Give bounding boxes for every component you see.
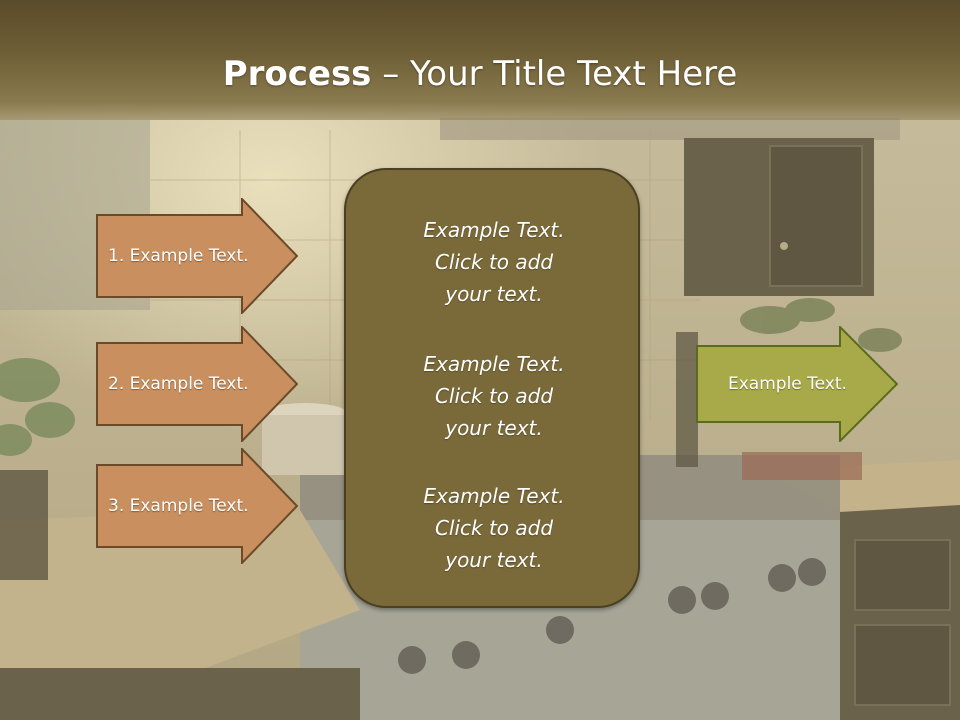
center-paragraph-3-line-1: Example Text. [423, 484, 565, 508]
center-paragraph-1-line-3: your text. [445, 282, 543, 306]
center-paragraph-2-line-1: Example Text. [423, 352, 565, 376]
center-paragraph-1: Example Text. Click to add your text. [346, 214, 642, 310]
center-paragraph-2-line-2: Click to add [434, 384, 554, 408]
center-text-box[interactable]: Example Text. Click to add your text. Ex… [344, 168, 640, 608]
center-paragraph-1-line-2: Click to add [434, 250, 554, 274]
center-paragraph-2-line-3: your text. [445, 416, 543, 440]
arrow-result-label: Example Text. [728, 374, 847, 394]
arrow-step-2-label: 2. Example Text. [108, 374, 249, 394]
title-rest: – Your Title Text Here [371, 54, 738, 94]
center-paragraph-1-line-1: Example Text. [423, 218, 565, 242]
slide-title[interactable]: Process – Your Title Text Here [0, 54, 960, 94]
arrow-step-2[interactable]: 2. Example Text. [96, 326, 298, 442]
center-paragraph-3-line-2: Click to add [434, 516, 554, 540]
center-paragraph-2: Example Text. Click to add your text. [346, 348, 642, 444]
arrow-step-1[interactable]: 1. Example Text. [96, 198, 298, 314]
header-band [0, 0, 960, 120]
center-paragraph-3: Example Text. Click to add your text. [346, 480, 642, 576]
arrow-result[interactable]: Example Text. [696, 326, 898, 442]
arrow-step-3-label: 3. Example Text. [108, 496, 249, 516]
center-paragraph-3-line-3: your text. [445, 548, 543, 572]
title-bold: Process [222, 54, 372, 94]
arrow-step-3[interactable]: 3. Example Text. [96, 448, 298, 564]
arrow-step-1-label: 1. Example Text. [108, 246, 249, 266]
